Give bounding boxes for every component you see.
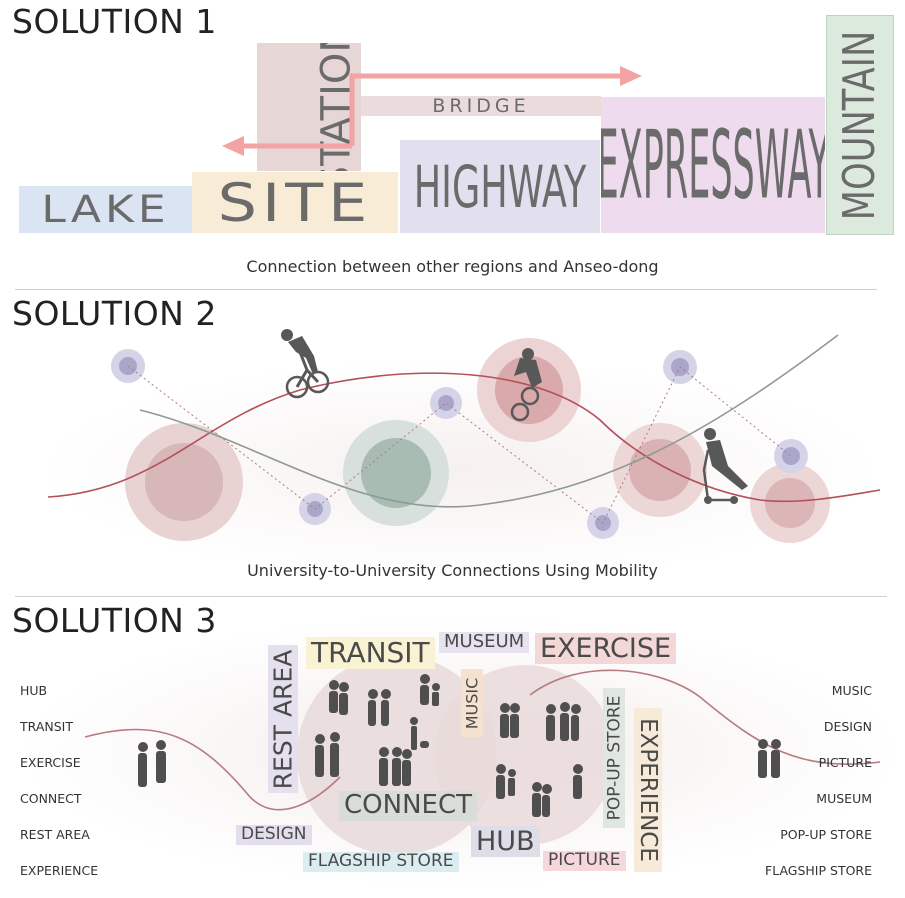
arrow-right [349,73,628,146]
mountain-block: MOUNTAIN [826,15,894,235]
site-label: SITE [217,172,373,233]
list-item: MUSEUM [816,791,872,806]
tag-flagship-store: FLAGSHIP STORE [303,851,459,872]
lake-label: LAKE [41,187,170,232]
hub-circle-4 [613,423,707,517]
activity-diagram [20,617,900,887]
tag-museum: MUSEUM [439,631,530,653]
hub-circle-2 [343,420,449,526]
right-curve [529,669,881,765]
dotted-connections [127,365,792,524]
arrow-right-head [620,66,642,86]
tag-design: DESIGN [236,824,312,845]
solution-2-title: SOLUTION 2 [12,294,217,333]
list-item: EXPERIENCE [20,863,99,878]
list-item: FLAGSHIP STORE [765,863,872,878]
expressway-block: EXPRESSWAY [601,97,825,233]
hub-circle-1 [125,423,243,541]
person-pair-left [138,740,166,787]
background-wash [40,360,880,580]
hub-circle-5 [750,463,830,543]
solution-3-title: SOLUTION 3 [12,601,217,640]
hub-circle-3 [477,338,581,442]
left-keyword-list: HUB TRANSIT EXERCISE CONNECT REST AREA E… [20,682,98,898]
arrow-left-head [222,136,244,156]
tag-experience: EXPERIENCE [634,708,662,872]
red-curve [47,372,881,503]
list-item: TRANSIT [20,719,73,734]
expressway-label: EXPRESSWAY [601,109,825,221]
cyclist-icon-2 [510,348,542,422]
tag-exercise: EXERCISE [535,633,677,665]
station-block: STATION [257,43,361,171]
highway-block: HIGHWAY [400,140,600,233]
list-item: DESIGN [823,719,872,734]
list-item: PICTURE [818,755,872,770]
lake-block: LAKE [19,186,192,233]
list-item: EXERCISE [20,755,81,770]
tag-rest-area: REST AREA [268,645,298,793]
tag-hub: HUB [471,826,540,858]
divider-2 [15,596,887,597]
tag-pop-up-store: POP-UP STORE [603,688,625,828]
list-item: MUSIC [831,683,872,698]
bridge-block: BRIDGE [361,96,601,116]
people-group-icon [138,674,781,817]
tag-connect: CONNECT [339,790,477,821]
divider-1 [15,289,877,290]
person-pair-right [758,739,781,778]
solution-1-caption: Connection between other regions and Ans… [246,257,659,276]
tag-picture: PICTURE [543,850,626,871]
solution-1-title: SOLUTION 1 [12,2,217,41]
solution-1-arrows [222,66,642,156]
scooter-rider-icon [702,428,748,504]
solution-2-caption: University-to-University Connections Usi… [247,561,658,580]
list-item: POP-UP STORE [780,827,872,842]
left-curve [84,728,341,811]
list-item: REST AREA [20,827,90,842]
grey-curve [139,334,839,508]
site-block: SITE [192,172,398,233]
highway-label: HIGHWAY [413,152,587,221]
tag-music: MUSIC [461,669,483,737]
tag-transit: TRANSIT [306,636,435,670]
list-item: CONNECT [20,791,82,806]
right-keyword-list: MUSIC DESIGN PICTURE MUSEUM POP-UP STORE… [765,682,872,898]
cyclist-icon [281,329,330,399]
list-item: HUB [20,683,48,698]
bridge-label: BRIDGE [432,96,530,116]
mobility-diagram [40,329,881,580]
